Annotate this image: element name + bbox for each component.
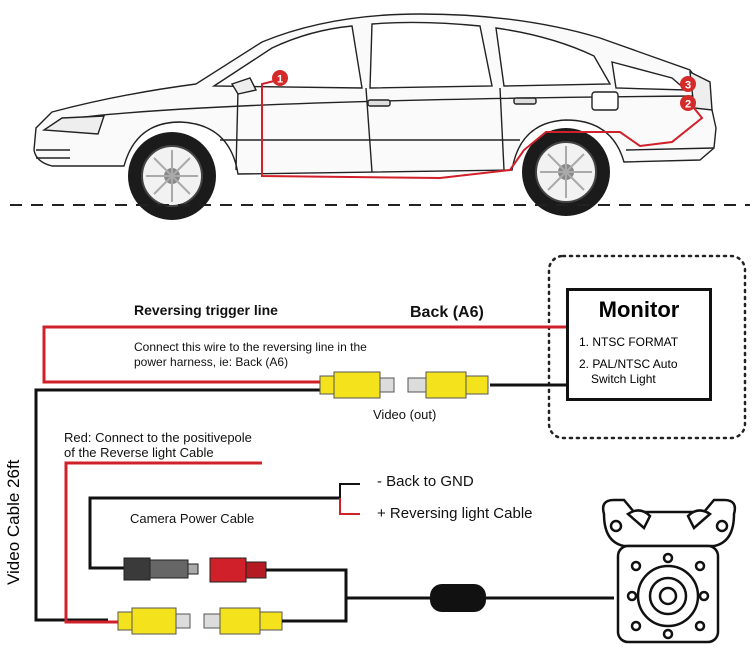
video-connector-bottom-right	[203, 607, 283, 635]
video-cable-left	[34, 388, 320, 622]
rear-wheel	[522, 128, 610, 216]
marker-1-label: 1	[277, 74, 283, 86]
inline-filter	[430, 584, 486, 612]
camera-power-cable-label: Camera Power Cable	[130, 511, 255, 526]
monitor-item-2-line1: 2. PAL/NTSC Auto	[579, 357, 678, 371]
reversing-trigger-wire	[42, 325, 566, 384]
back-a6-label: Back (A6)	[410, 304, 484, 321]
video-out-connector-right	[407, 371, 489, 399]
marker-3-label: 3	[685, 80, 691, 92]
monitor-dotted-box	[547, 254, 747, 440]
marker-2: 2	[680, 95, 696, 111]
power-to-camera-wire	[266, 568, 348, 598]
reverse-light-red-wire	[64, 461, 262, 624]
front-wheel	[128, 132, 216, 220]
car-illustration	[33, 13, 717, 175]
marker-3: 3	[680, 76, 696, 92]
monitor-box: Monitor 1. NTSC FORMAT 2. PAL/NTSC Auto …	[566, 288, 712, 401]
monitor-item-1: 1. NTSC FORMAT	[579, 335, 679, 349]
marker-1: 1	[272, 70, 288, 86]
camera-power-wire	[88, 496, 340, 570]
reversing-trigger-line-label: Reversing trigger line	[134, 302, 278, 318]
video-cable-label: Video Cable 26ft	[4, 459, 23, 585]
car-wire-route	[261, 79, 704, 180]
connect-wire-line1: Connect this wire to the reversing line …	[134, 340, 367, 354]
monitor-item-2-line2: Switch Light	[591, 372, 656, 386]
connect-wire-line2: power harness, ie: Back (A6)	[134, 355, 289, 369]
back-to-gnd-label: - Back to GND	[377, 473, 474, 490]
marker-2-label: 2	[685, 99, 691, 111]
video-out-connector-left	[319, 371, 395, 399]
monitor-title: Monitor	[598, 297, 680, 322]
power-connector-red	[209, 557, 267, 583]
gnd-wire	[339, 483, 360, 498]
power-connector-black	[123, 557, 199, 581]
reversing-light-wire	[339, 498, 360, 515]
video-out-label: Video (out)	[373, 407, 437, 422]
video-to-camera-wire	[282, 596, 430, 623]
video-connector-bottom-left	[117, 607, 191, 635]
red-connect-line1: Red: Connect to the positivepole	[64, 430, 252, 445]
red-connect-line2: of the Reverse light Cable	[64, 445, 214, 460]
camera	[601, 498, 737, 644]
reversing-light-cable-label: + Reversing light Cable	[377, 505, 533, 522]
